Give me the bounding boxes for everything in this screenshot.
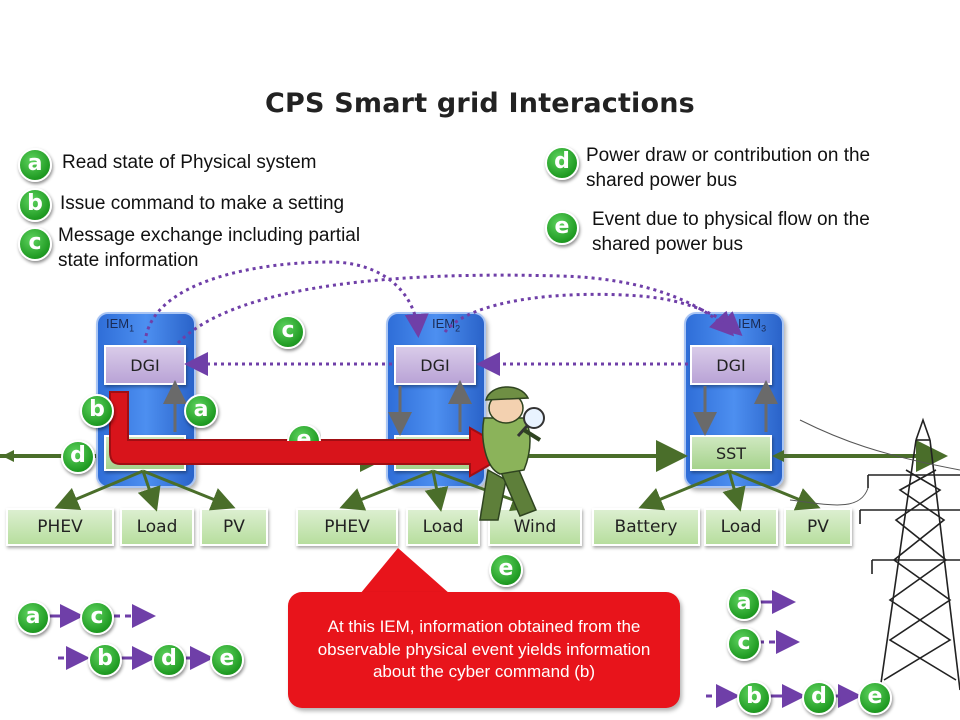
legend-text-a: Read state of Physical system bbox=[62, 152, 317, 173]
iem-1-label: IEM1 bbox=[106, 316, 135, 334]
badge-e-event: e bbox=[489, 553, 523, 587]
legend-text-d: Power draw or contribution on the shared… bbox=[586, 145, 871, 191]
transmission-tower-icon bbox=[789, 417, 960, 691]
iem-2-label: IEM2 bbox=[432, 316, 461, 334]
seq-right-3-d: d bbox=[802, 681, 836, 715]
seq-right-1-a: a bbox=[727, 587, 761, 621]
command-arrow bbox=[109, 391, 515, 478]
seq-left-1-c: c bbox=[80, 601, 114, 635]
badge-b-command: b bbox=[80, 394, 114, 428]
badge-d-power: d bbox=[61, 440, 95, 474]
seq-left-1-a: a bbox=[16, 601, 50, 635]
callout-text: At this IEM, information obtained from t… bbox=[317, 617, 651, 682]
seq-right-2-c: c bbox=[727, 627, 761, 661]
legend-text-b: Issue command to make a setting bbox=[60, 193, 345, 214]
callout-pointer bbox=[360, 548, 450, 594]
legend-text-c: Message exchange including partial state… bbox=[58, 225, 361, 271]
iem-1-device-pv: PV bbox=[200, 508, 268, 546]
iem-3-dgi: DGI bbox=[690, 345, 772, 385]
dgi-message-exchange bbox=[143, 260, 743, 376]
legend-badge-d: d bbox=[545, 146, 579, 180]
sst-device-links bbox=[54, 469, 821, 512]
iem-1-device-load: Load bbox=[120, 508, 194, 546]
dgi-sst-arrows bbox=[163, 380, 778, 436]
legend-badge-b: b bbox=[18, 188, 52, 222]
sequence-arrows bbox=[48, 590, 862, 708]
iem-3-sst: SST bbox=[690, 435, 772, 471]
seq-right-3-e: e bbox=[858, 681, 892, 715]
badge-c-message: c bbox=[271, 315, 305, 349]
legend-badge-a: a bbox=[18, 148, 52, 182]
iem-1-dgi: DGI bbox=[104, 345, 186, 385]
badge-a-read: a bbox=[184, 394, 218, 428]
callout-note: At this IEM, information obtained from t… bbox=[288, 592, 680, 708]
observer-figure-icon bbox=[479, 386, 545, 521]
seq-left-2-e: e bbox=[210, 643, 244, 677]
seq-left-2-b: b bbox=[88, 643, 122, 677]
iem-3-label: IEM3 bbox=[738, 316, 767, 334]
iem-2-dgi: DGI bbox=[394, 345, 476, 385]
legend-badge-c: c bbox=[18, 227, 52, 261]
seq-right-3-b: b bbox=[737, 681, 771, 715]
page-title: CPS Smart grid Interactions bbox=[265, 88, 695, 119]
legend-badge-e: e bbox=[545, 211, 579, 245]
legend-text-e: Event due to physical flow on the shared… bbox=[592, 209, 870, 255]
iem-3-device-load: Load bbox=[704, 508, 778, 546]
seq-left-2-d: d bbox=[152, 643, 186, 677]
